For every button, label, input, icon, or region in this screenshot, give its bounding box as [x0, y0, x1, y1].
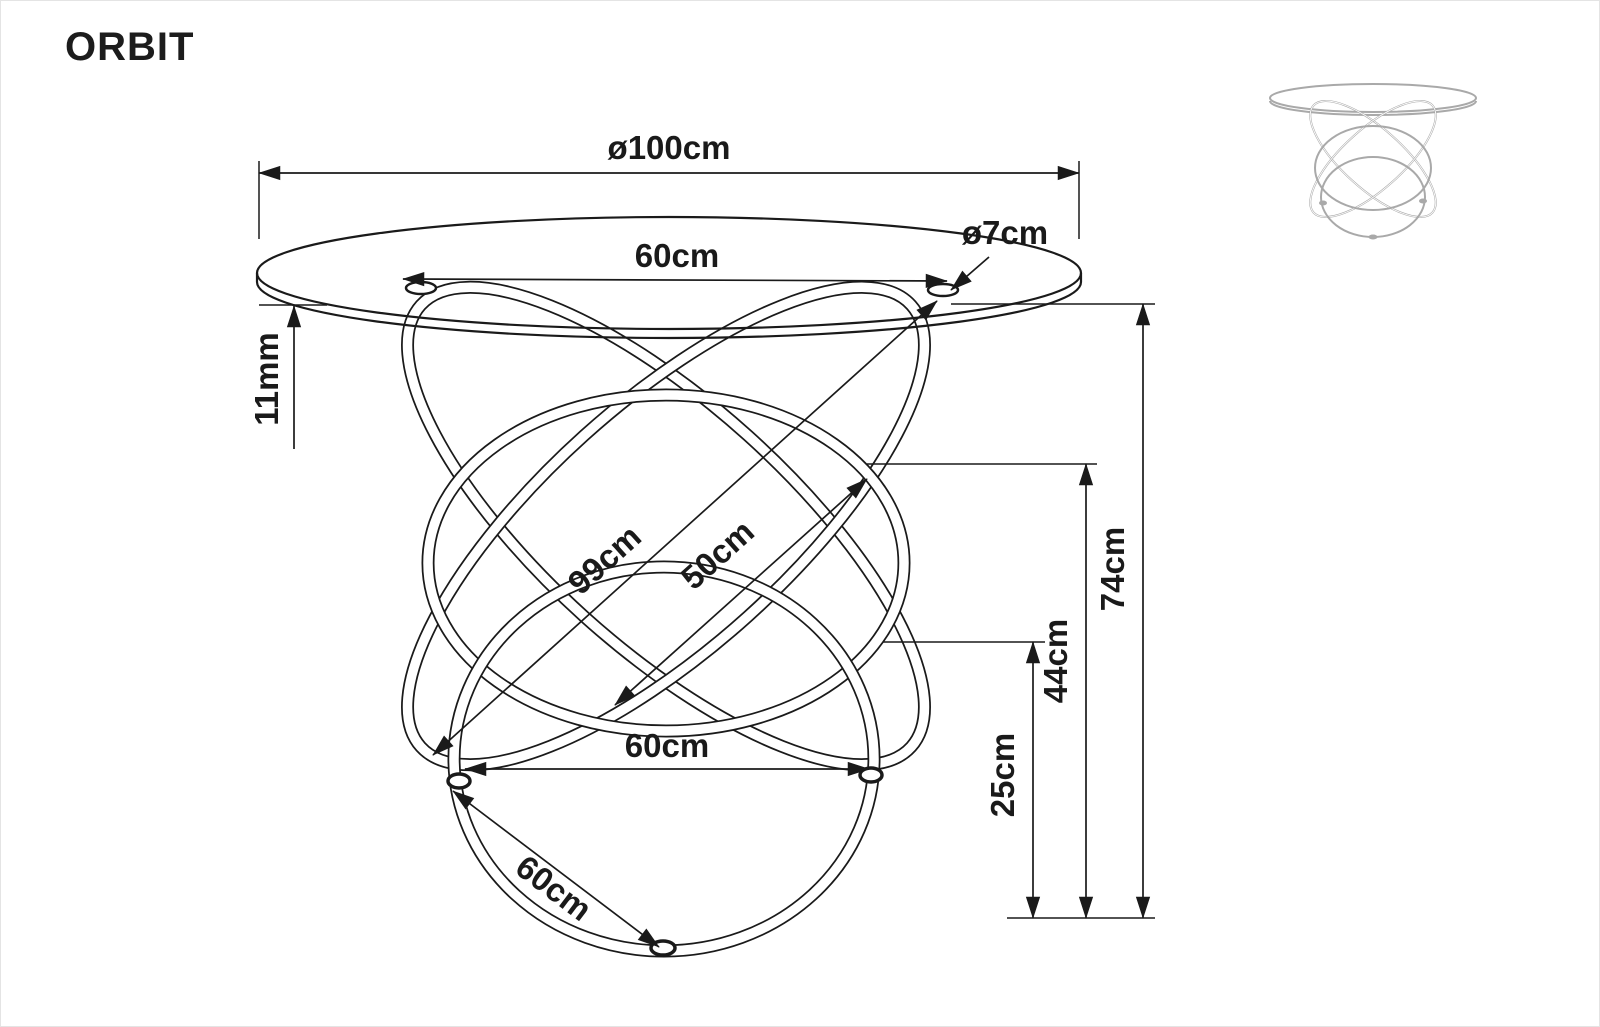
dim-lower-height: 25cm: [883, 641, 1045, 919]
dim-base-width: 60cm: [464, 727, 870, 777]
dim-inner-ring: 50cm: [614, 478, 868, 706]
glass-table-top: [255, 215, 1083, 340]
dim-mid-height: 44cm: [867, 463, 1097, 919]
thumb-foot-bottom: [1368, 234, 1378, 240]
product-thumbnail: [1269, 83, 1477, 240]
dim-label-mid-height: 44cm: [1037, 619, 1074, 703]
dim-total-height: 74cm: [951, 303, 1155, 919]
dim-label-tube-diameter: ø7cm: [962, 214, 1048, 251]
dim-inner-top-width: 60cm: [402, 237, 948, 289]
thumb-foot-left: [1319, 200, 1327, 206]
dim-glass-thickness: 11mm: [248, 304, 327, 449]
dim-label-base-width: 60cm: [625, 727, 709, 764]
dim-label-top-diameter: ø100cm: [608, 129, 731, 166]
mount-pad-left: [404, 280, 438, 296]
base-rings: [401, 280, 931, 958]
page-title: ORBIT: [65, 25, 195, 69]
thumb-foot-right: [1419, 198, 1427, 204]
mount-pad-right: [926, 282, 960, 298]
foot-right: [858, 766, 884, 784]
dim-label-ring-diagonal: 99cm: [561, 517, 648, 601]
dim-label-total-height: 74cm: [1094, 527, 1131, 611]
foot-left: [446, 772, 472, 790]
dim-top-diameter: ø100cm: [258, 129, 1080, 239]
dim-tube-diameter: ø7cm: [950, 214, 1048, 291]
dim-label-glass-thickness: 11mm: [248, 332, 285, 426]
dim-label-inner-top-width: 60cm: [635, 237, 719, 274]
dim-label-lower-height: 25cm: [984, 733, 1021, 817]
